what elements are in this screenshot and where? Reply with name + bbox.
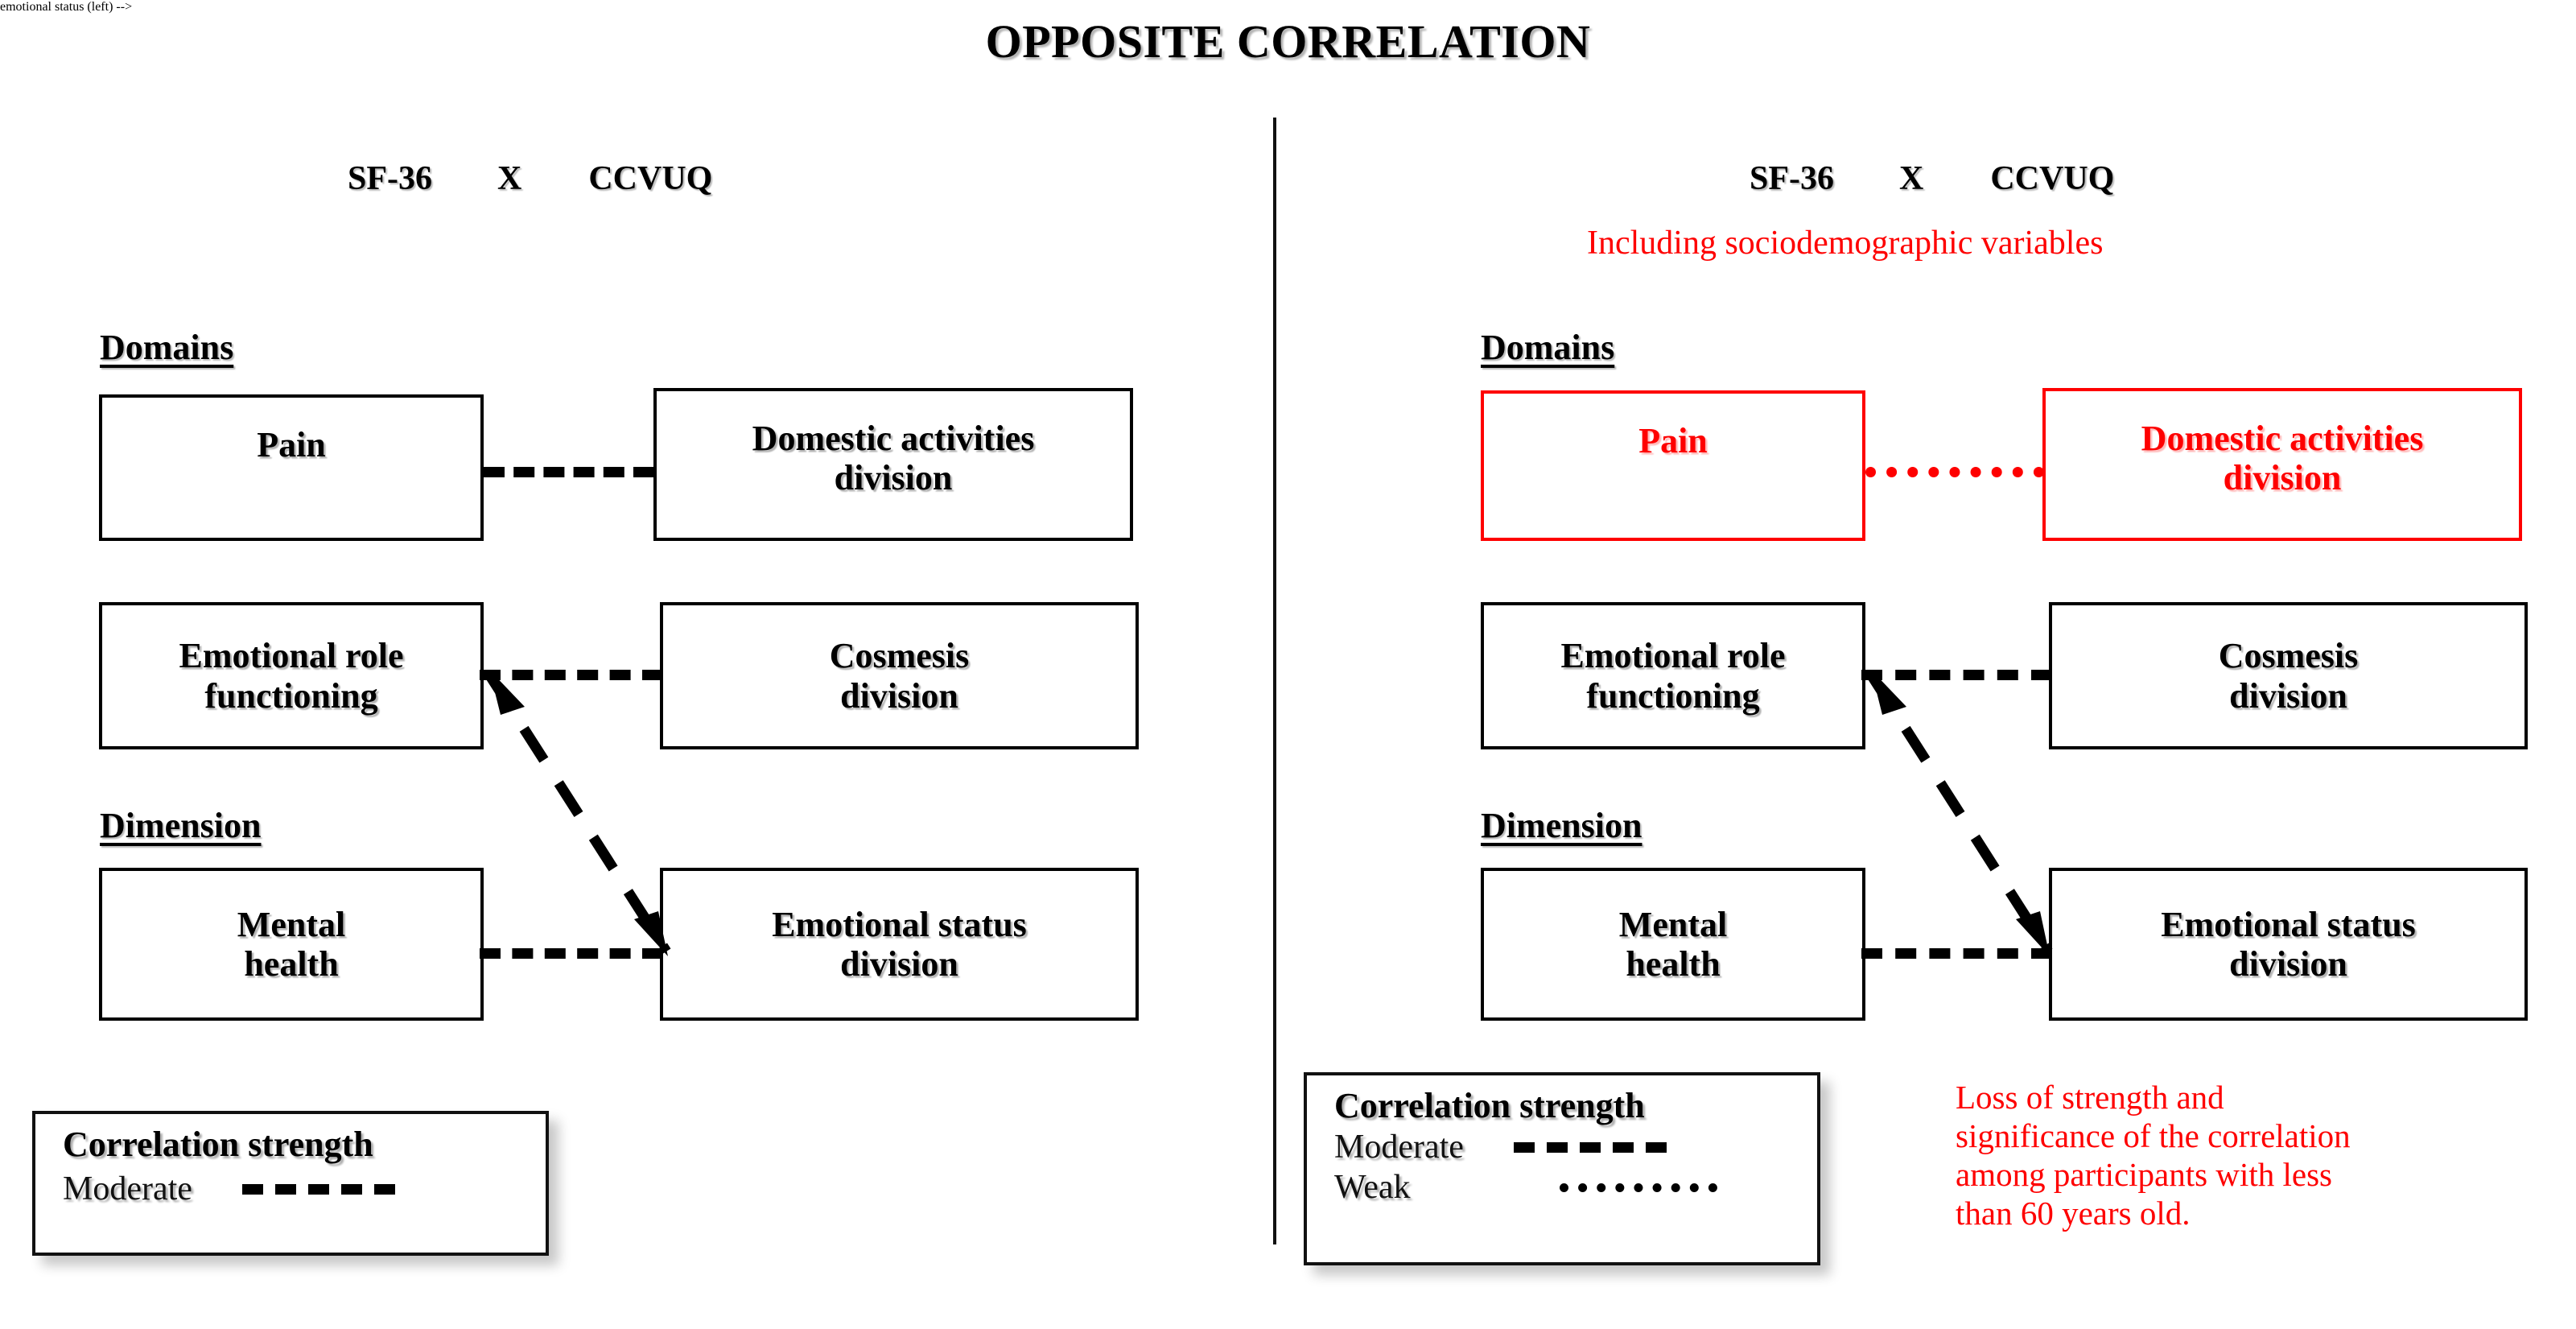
right-panel-subtitle: Including sociodemographic variables: [1587, 225, 2104, 262]
left-legend-title: Correlation strength: [63, 1125, 373, 1164]
right-legend-label-moderate: Moderate: [1334, 1129, 1464, 1166]
right-legend-label-weak: Weak: [1334, 1169, 1411, 1206]
right-legend-sample-dashed: [1513, 1141, 1667, 1153]
right-legend-row-weak: Weak: [1307, 1168, 1817, 1207]
right-instrument-a-label: SF-36: [1750, 160, 1834, 197]
panel-divider: [1273, 118, 1276, 1244]
left-legend-row-moderate: Moderate: [35, 1170, 546, 1208]
left-instrument-a-label: SF-36: [348, 160, 432, 197]
left-connector-mentalhealth-emotionalstatus: [480, 948, 663, 959]
arrowhead-down-right-icon: [634, 911, 668, 956]
right-pair-header: SF-36 X CCVUQ: [1750, 159, 2114, 198]
right-connector-emotionalrole-cosmesis: [1861, 670, 2052, 680]
right-connector-emotionalrole-emotionalstatus: [1866, 670, 2053, 956]
left-box-pain: Pain: [99, 394, 484, 541]
right-legend-row-moderate: Moderate: [1307, 1128, 1817, 1166]
left-box-pain-label: Pain: [257, 425, 326, 464]
diagonal-dashed-line: [484, 671, 671, 955]
right-connector-pain-domestic: [1865, 467, 2044, 477]
right-instrument-b-label: CCVUQ: [1990, 160, 2115, 197]
left-instrument-b-label: CCVUQ: [588, 160, 713, 197]
arrowhead-up-left-icon: [1871, 670, 1906, 715]
left-legend-sample-dashed: [241, 1183, 395, 1195]
left-pair-header: SF-36 X CCVUQ: [348, 159, 712, 198]
right-group-label-dimension: Dimension: [1481, 806, 1642, 845]
right-box-pain: Pain: [1481, 390, 1865, 541]
right-operator-label: X: [1899, 160, 1924, 197]
left-group-label-dimension: Dimension: [100, 806, 262, 845]
left-operator-label: X: [497, 160, 522, 197]
right-legend: Correlation strength Moderate Weak: [1304, 1072, 1820, 1265]
left-connector-emotionalrole-emotionalstatus: [484, 670, 671, 956]
page-title: OPPOSITE CORRELATION: [985, 15, 1591, 68]
right-legend-sample-dotted: [1559, 1182, 1717, 1192]
right-connector-mentalhealth-emotionalstatus: [1861, 948, 2052, 959]
left-connector-emotionalrole-cosmesis: [480, 670, 663, 680]
left-legend-label-moderate: Moderate: [63, 1170, 192, 1207]
left-legend: Correlation strength Moderate: [32, 1111, 549, 1256]
right-group-label-domains: Domains: [1481, 328, 1615, 367]
left-group-label-domains: Domains: [100, 328, 234, 367]
right-box-pain-label: Pain: [1638, 421, 1708, 460]
arrowhead-down-right-icon: [2016, 911, 2050, 956]
right-legend-title: Correlation strength: [1334, 1086, 1645, 1125]
diagonal-dashed-line: [1866, 671, 2053, 955]
left-connector-pain-domestic: [484, 467, 654, 477]
arrowhead-up-left-icon: [489, 670, 525, 715]
